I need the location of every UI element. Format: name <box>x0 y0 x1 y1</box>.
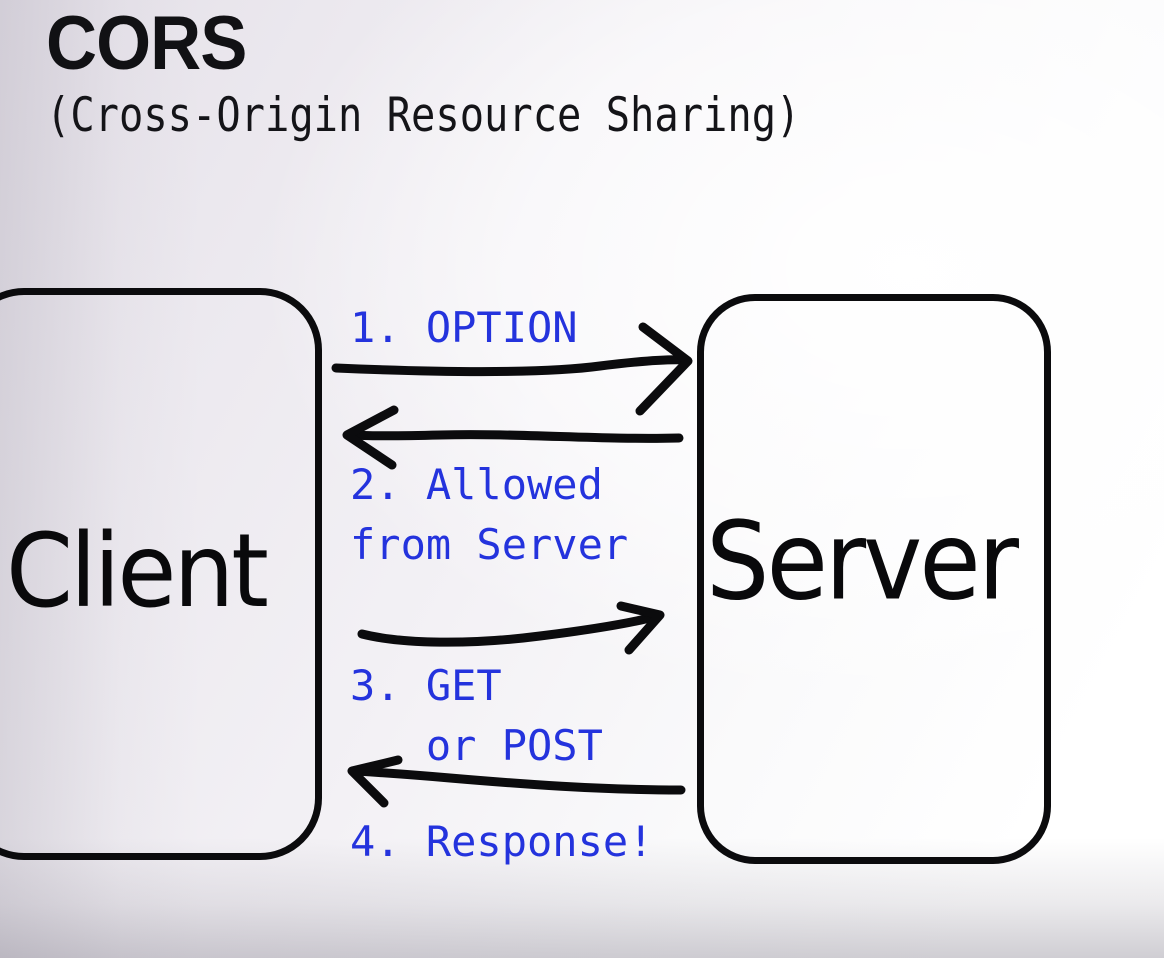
arrow-3-get-post <box>357 601 665 655</box>
server-node-box <box>697 294 1051 864</box>
server-node-label: Server <box>706 498 1019 625</box>
step-1-label: 1. OPTION <box>350 303 578 352</box>
page-title: CORS <box>46 1 247 86</box>
title-block: CORS (Cross-Origin Resource Sharing) <box>46 1 923 144</box>
step-3-label: 3. GET or POST <box>350 661 603 770</box>
step-2-label: 2. Allowed from Server <box>350 460 629 569</box>
client-node-box <box>0 288 322 860</box>
step-4-label: 4. Response! <box>350 817 654 866</box>
page-subtitle: (Cross-Origin Resource Sharing) <box>46 88 801 144</box>
client-node-label: Client <box>6 511 269 631</box>
